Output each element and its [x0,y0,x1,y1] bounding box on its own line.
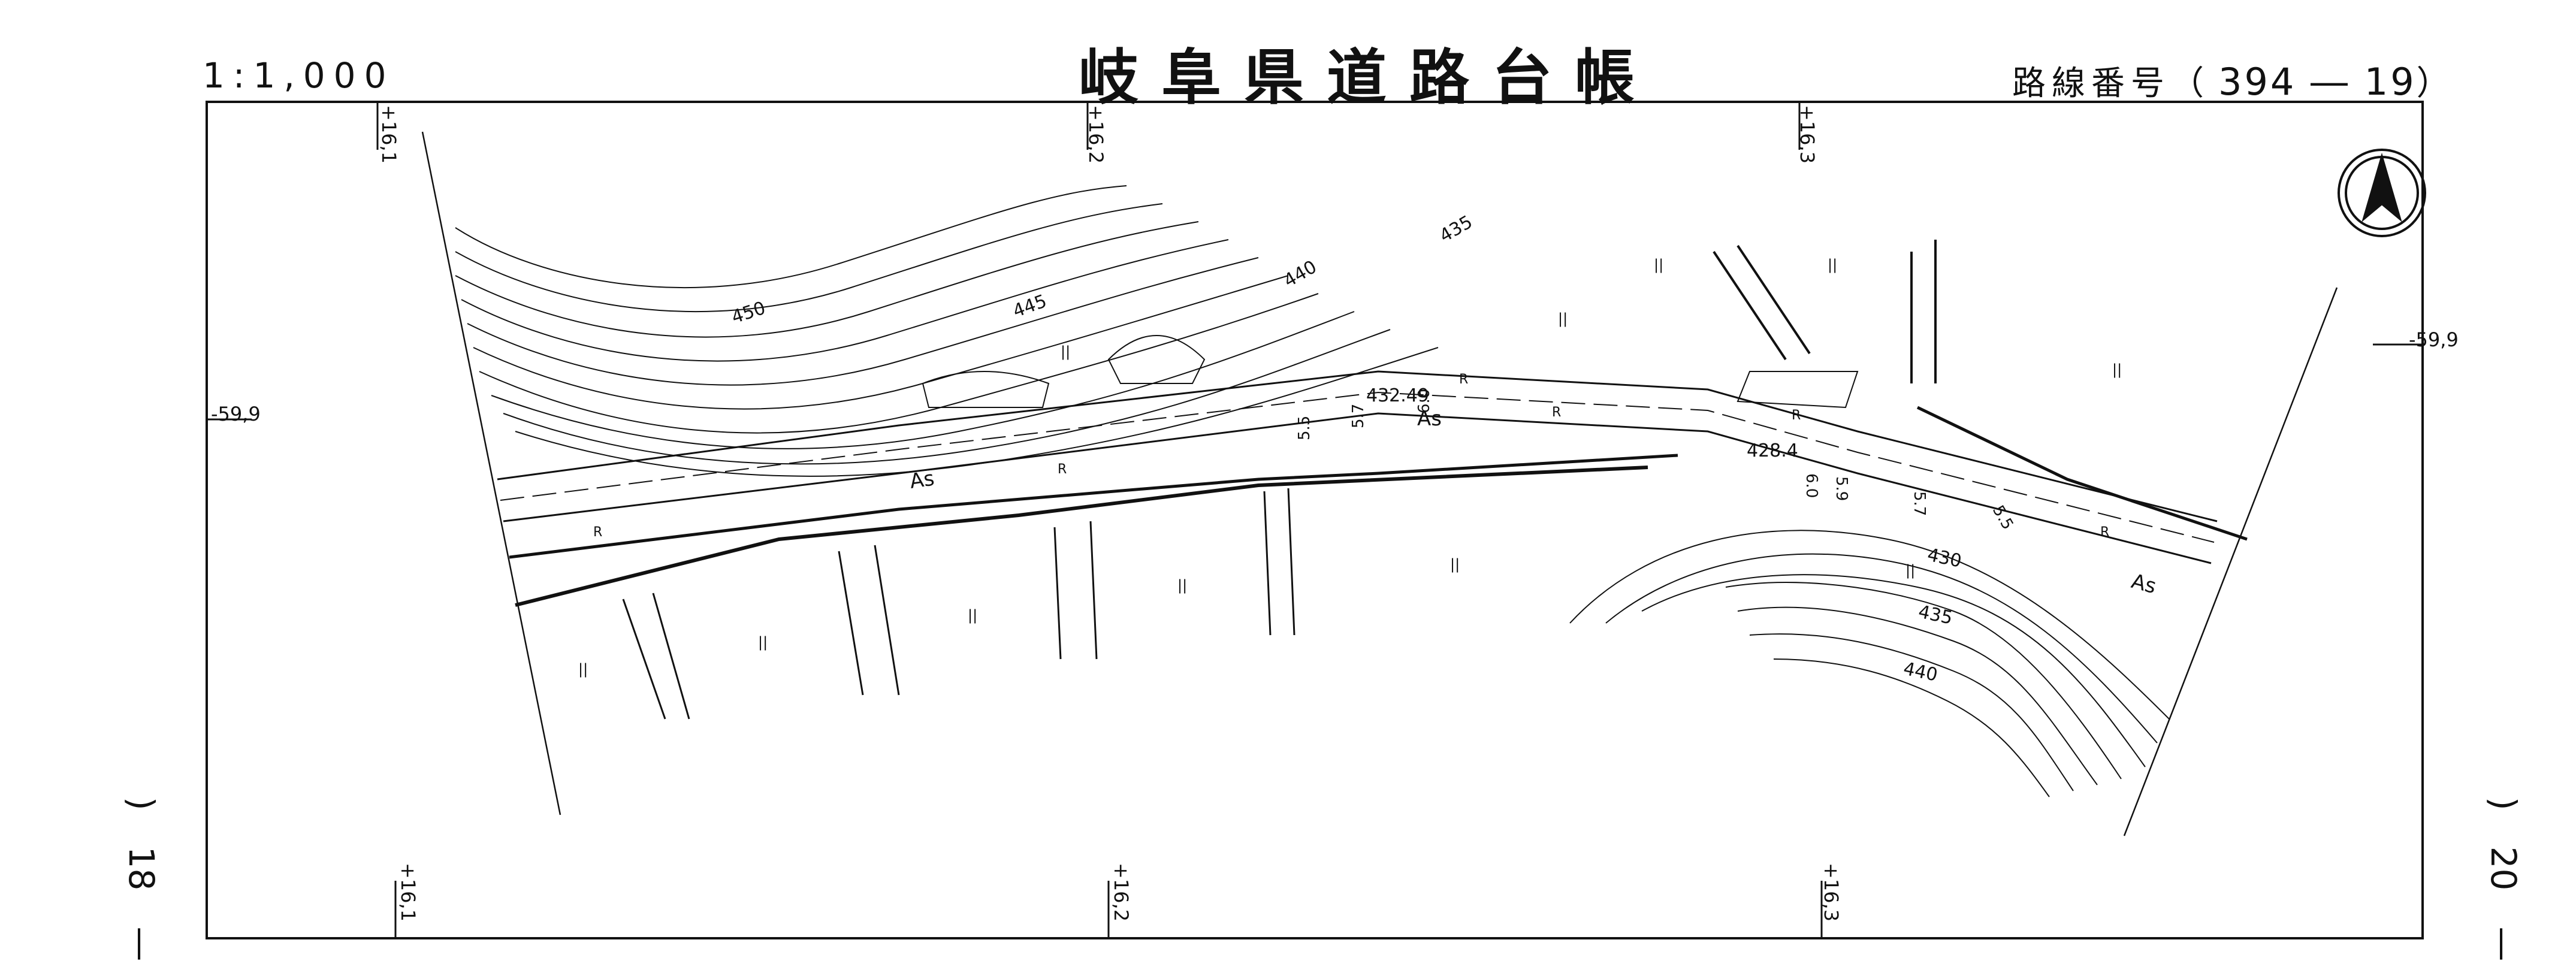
field-mark: || [1654,256,1663,273]
width-label-5: 5.9 [1832,476,1850,501]
survey-boundary-left [421,131,561,815]
width-label-4: 6.0 [1802,473,1820,498]
width-label-3: 6.0 [1415,389,1433,413]
field-mark: || [2112,361,2122,378]
surface-label-2: As [1417,407,1442,431]
elevation-label-2: 428.4 [1747,440,1798,461]
road-mark-1: R [593,525,602,540]
contours-lower [1569,530,2170,797]
route-number: 394 ― 19 [2218,60,2417,104]
road-mark-5: R [1792,408,1801,423]
road-mark-4: R [1552,405,1561,420]
road-centerline [500,391,2215,543]
width-label-2: 5.7 [1349,404,1367,428]
north-arrow [2338,149,2426,237]
field-mark: || [1828,256,1837,273]
survey-boundary-right [2123,287,2338,836]
scale-label: 1:1,000 [203,55,395,96]
field-mark: || [968,607,977,624]
route-number-label: 路線番号（394 ― 19） [2012,56,2456,105]
route-close: ） [2416,64,2456,103]
contours-upper [455,185,1439,477]
road-mark-3: R [1459,372,1468,387]
contour-label-435: 435 [1436,211,1476,247]
route-label: 路線番号（ [2012,64,2210,103]
surface-label-3: As [2129,569,2159,599]
embankment-hatching [922,335,1859,409]
elevation-label-1: 432.49 [1366,385,1429,406]
map-frame [206,101,2424,939]
grid-y-label-left: -59,9 [211,403,261,425]
contour-label-440: 440 [1281,256,1321,292]
field-mark: || [758,634,768,651]
contour-label-435b: 435 [1916,602,1954,629]
road-main [497,370,2248,607]
grid-y-label-right: -59,9 [2409,328,2459,351]
road-mark-6: R [2100,525,2109,540]
width-label-1: 5.5 [1295,416,1313,440]
contour-label-440b: 440 [1901,658,1939,686]
field-mark: || [1177,577,1187,594]
contour-label-450: 450 [729,298,768,328]
field-mark: || [578,661,588,678]
field-mark: || [1450,556,1460,573]
road-mark-2: R [1058,462,1067,477]
road-branches [622,240,1937,720]
field-mark: || [1061,343,1070,360]
contour-label-430: 430 [1925,545,1963,572]
width-label-6: 5.7 [1910,491,1928,516]
map-drawing: 450 445 440 435 430 435 440 432.49 428.4… [206,101,2426,939]
field-mark: || [1905,562,1915,579]
surface-label-1: As [908,467,936,494]
field-mark: || [1558,310,1568,327]
